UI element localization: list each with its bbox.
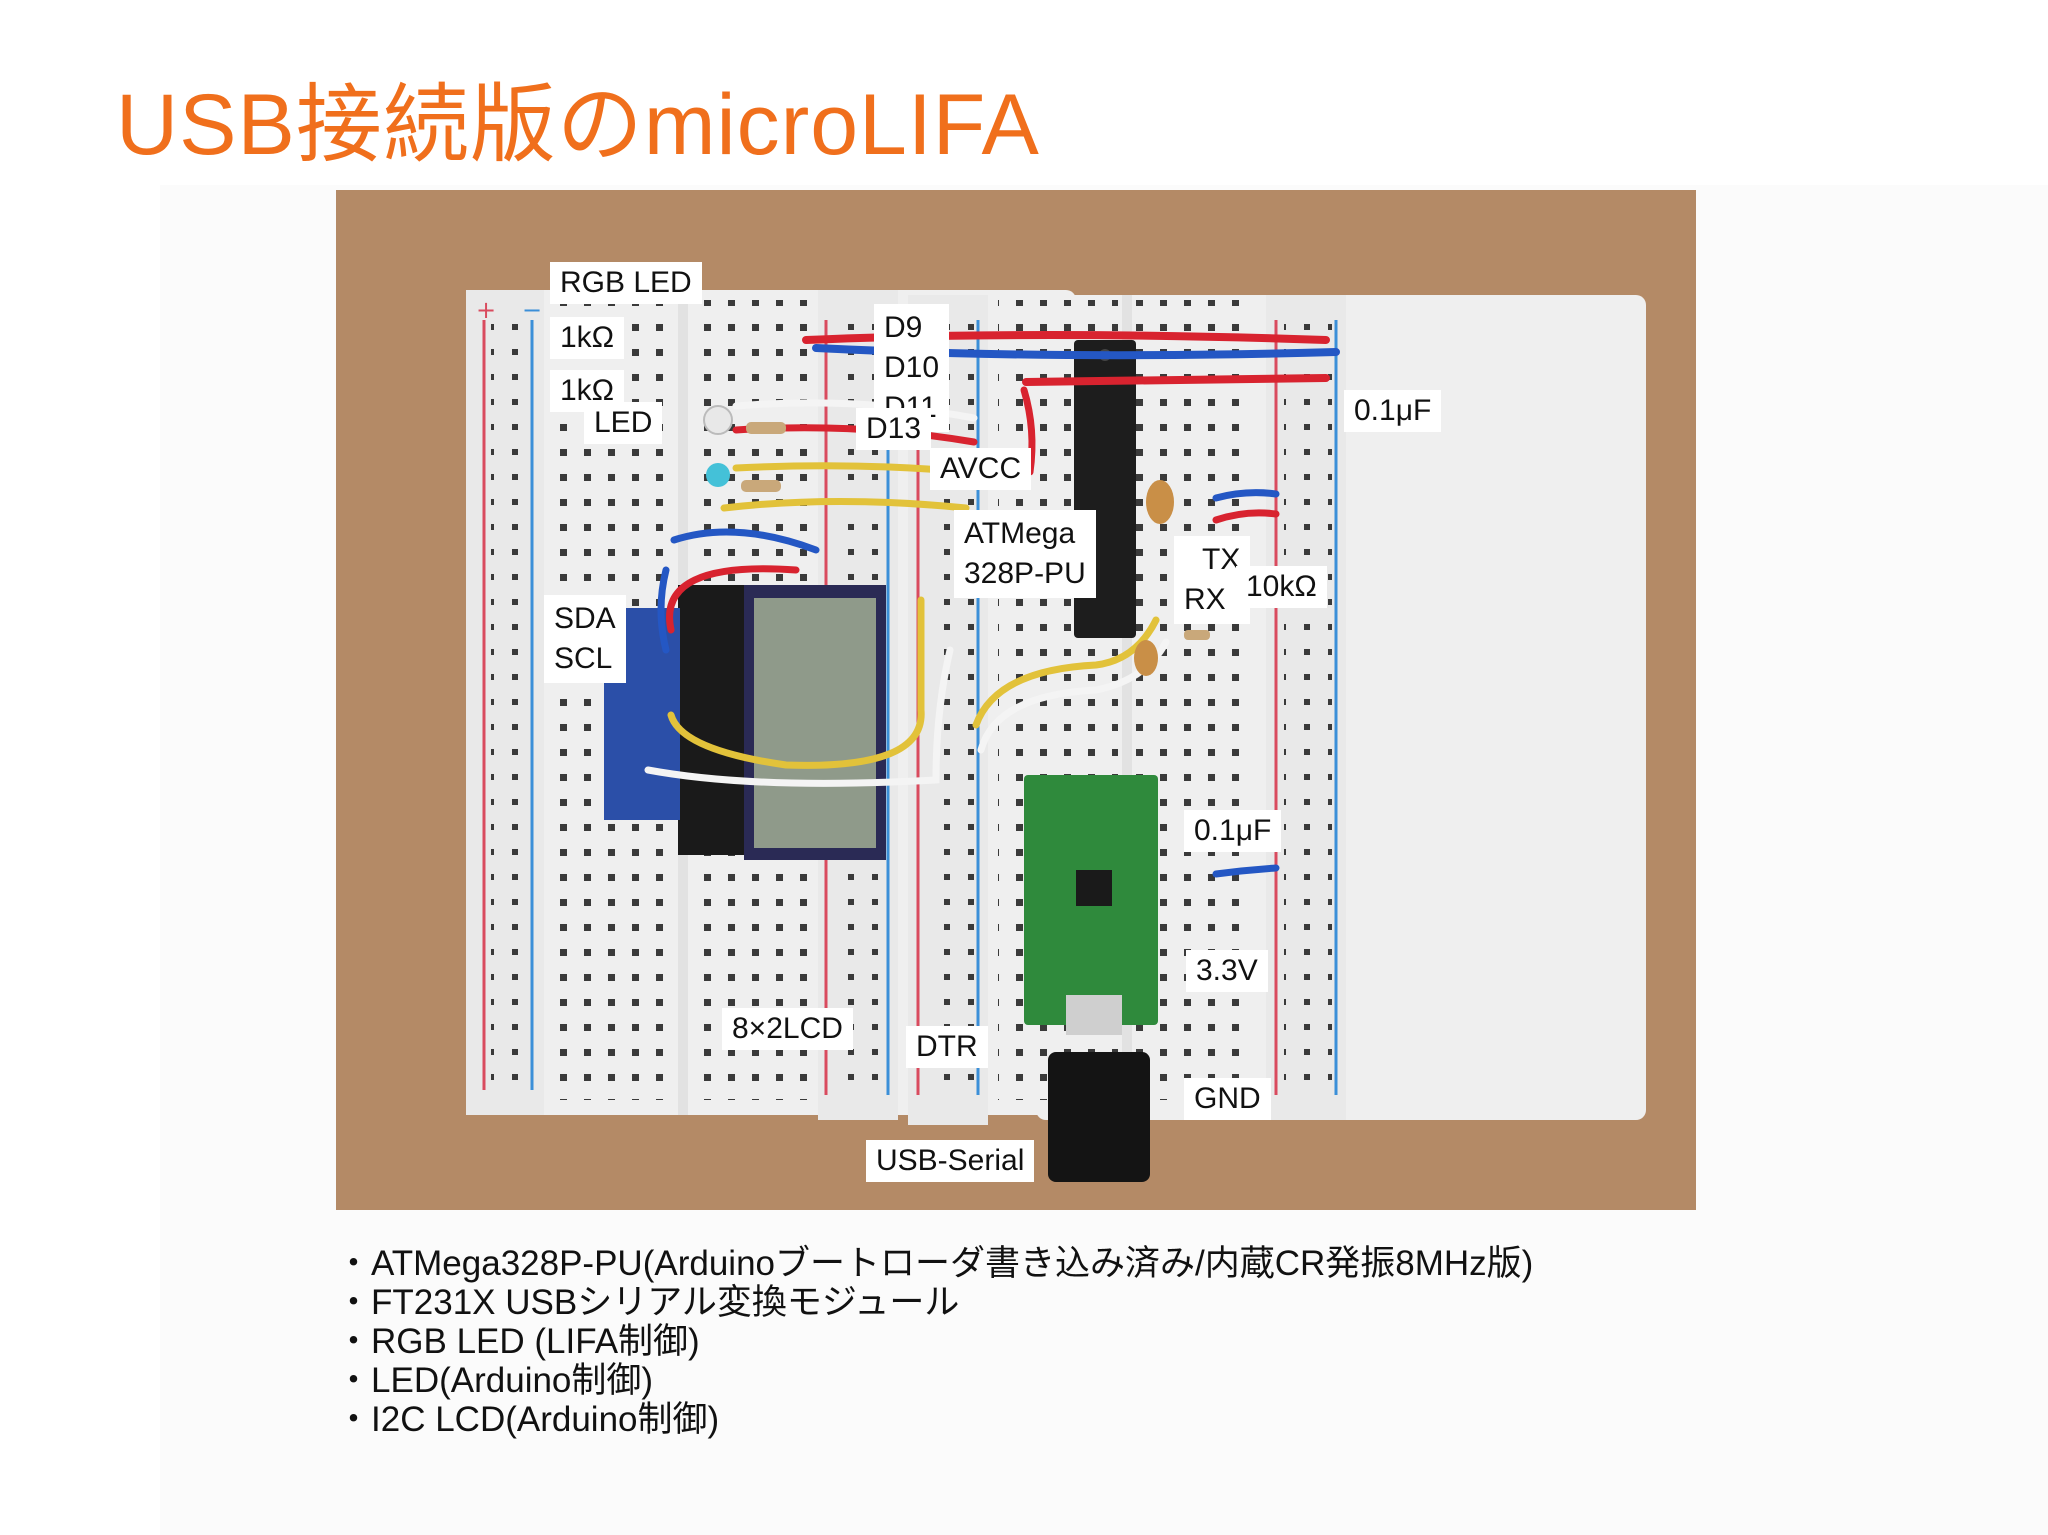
label-sda: SDA — [554, 602, 616, 635]
label-d10: D10 — [884, 351, 940, 384]
label-rx: RX — [1184, 583, 1226, 616]
svg-text:−: − — [522, 296, 542, 324]
label-capacitor-bottom: 0.1μF — [1184, 810, 1282, 852]
label-dtr: DTR — [906, 1026, 988, 1068]
label-capacitor-top: 0.1μF — [1344, 390, 1442, 432]
list-item: I2C LCD(Arduino制御) — [336, 1400, 1533, 1439]
label-resistor-10k: 10kΩ — [1236, 566, 1327, 608]
label-d9: D9 — [884, 311, 923, 344]
label-led: LED — [584, 402, 663, 444]
label-3v3: 3.3V — [1186, 950, 1268, 992]
breadboard-photo: + − — [336, 190, 1696, 1210]
label-d13: D13 — [856, 408, 932, 450]
label-rgb-led: RGB LED — [550, 262, 702, 304]
list-item: FT231X USBシリアル変換モジュール — [336, 1283, 1533, 1322]
label-usb-serial: USB-Serial — [866, 1140, 1035, 1182]
label-atmega: ATMega 328P-PU — [954, 510, 1096, 598]
label-scl: SCL — [554, 642, 613, 675]
label-i2c-pins: SDA SCL — [544, 595, 626, 683]
label-atmega-line2: 328P-PU — [964, 557, 1086, 590]
list-item: RGB LED (LIFA制御) — [336, 1322, 1533, 1361]
component-list: ATMega328P-PU(Arduinoブートローダ書き込み済み/内蔵CR発振… — [336, 1244, 1533, 1439]
label-resistor-1k-b: 1kΩ — [550, 370, 625, 412]
list-item: LED(Arduino制御) — [336, 1361, 1533, 1400]
slide-title: USB接続版のmicroLIFA — [116, 77, 1040, 173]
list-item: ATMega328P-PU(Arduinoブートローダ書き込み済み/内蔵CR発振… — [336, 1244, 1533, 1283]
label-gnd: GND — [1184, 1078, 1271, 1120]
label-tx: TX — [1202, 543, 1241, 576]
svg-text:+: + — [476, 296, 496, 324]
label-resistor-1k-a: 1kΩ — [550, 317, 625, 359]
label-lcd: 8×2LCD — [722, 1008, 853, 1050]
label-atmega-line1: ATMega — [964, 517, 1076, 550]
label-avcc: AVCC — [930, 448, 1032, 490]
